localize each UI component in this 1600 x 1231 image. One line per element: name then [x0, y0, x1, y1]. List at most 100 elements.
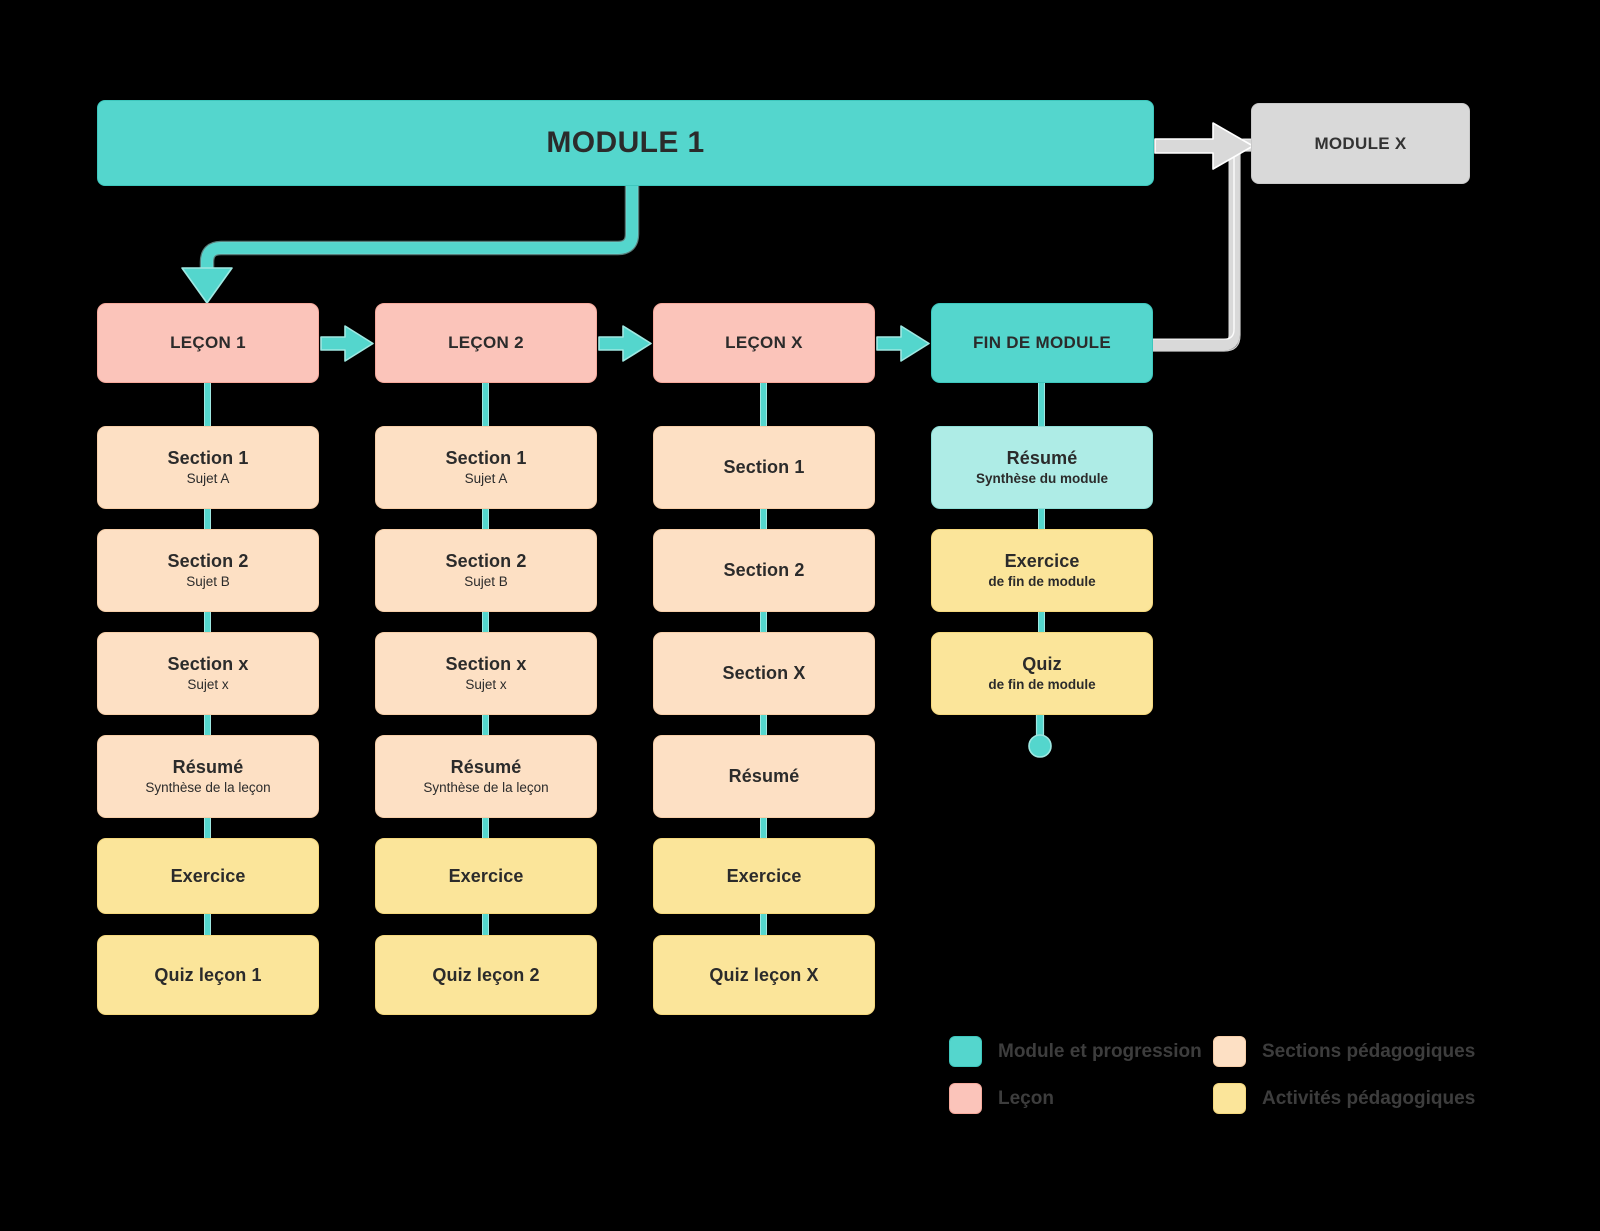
col1-item-0[interactable]: Section 1 Sujet A — [97, 426, 319, 509]
col1-item-1[interactable]: Section 2 Sujet B — [97, 529, 319, 612]
col2-item-5-title: Quiz leçon 2 — [432, 964, 540, 985]
legend-swatch-module — [949, 1036, 982, 1067]
link-col4-1-2 — [1038, 612, 1045, 632]
col2-item-2-subtitle: Sujet x — [465, 677, 507, 693]
link-col3-3-4 — [760, 818, 767, 838]
col2-item-4[interactable]: Exercice — [375, 838, 597, 914]
col3-item-0-title: Section 1 — [723, 457, 805, 478]
lesson-x-label: LEÇON X — [725, 333, 803, 353]
arrow-to-module-x — [1154, 122, 1254, 170]
lesson-box-1[interactable]: LEÇON 1 — [97, 303, 319, 383]
col1-item-3-title: Résumé — [172, 757, 244, 778]
link-col1-4-5 — [204, 914, 211, 935]
col3-item-2[interactable]: Section X — [653, 632, 875, 715]
link-col3-2-3 — [760, 715, 767, 735]
col4-item-2[interactable]: Quiz de fin de module — [931, 632, 1153, 715]
end-module-label: FIN DE MODULE — [972, 333, 1111, 353]
link-col2-1-2 — [482, 612, 489, 632]
col1-item-3-subtitle: Synthèse de la leçon — [145, 780, 271, 796]
col2-item-0-subtitle: Sujet A — [464, 471, 508, 487]
module-x-label: MODULE X — [1314, 133, 1407, 153]
col3-item-4-title: Exercice — [726, 865, 802, 886]
legend-item-activities: Activités pédagogiques — [1213, 1083, 1475, 1114]
col3-item-5[interactable]: Quiz leçon X — [653, 935, 875, 1015]
col1-item-4[interactable]: Exercice — [97, 838, 319, 914]
col2-item-1[interactable]: Section 2 Sujet B — [375, 529, 597, 612]
col1-item-1-title: Section 2 — [167, 551, 249, 572]
module-1-bar[interactable]: MODULE 1 — [97, 100, 1154, 186]
arrow-lesson-2-to-x — [598, 325, 652, 362]
legend-label-sections: Sections pédagogiques — [1262, 1040, 1476, 1062]
col3-item-3-title: Résumé — [728, 766, 800, 787]
link-col2-0-1 — [482, 509, 489, 529]
legend-label-lesson: Leçon — [998, 1087, 1054, 1109]
lesson-1-label: LEÇON 1 — [170, 333, 246, 353]
col2-item-3-subtitle: Synthèse de la leçon — [423, 780, 549, 796]
link-col3-1-2 — [760, 612, 767, 632]
col2-item-3-title: Résumé — [450, 757, 522, 778]
col4-item-0-subtitle: Synthèse du module — [975, 471, 1109, 487]
col3-item-1[interactable]: Section 2 — [653, 529, 875, 612]
link-lesson-x-to-section — [760, 383, 767, 426]
legend-swatch-sections — [1213, 1036, 1246, 1067]
legend-item-sections: Sections pédagogiques — [1213, 1036, 1475, 1067]
col1-item-4-title: Exercice — [170, 865, 246, 886]
col4-item-2-subtitle: de fin de module — [988, 677, 1096, 693]
legend-label-module: Module et progression — [998, 1040, 1202, 1062]
col4-item-2-title: Quiz — [1022, 654, 1062, 675]
col2-item-3[interactable]: Résumé Synthèse de la leçon — [375, 735, 597, 818]
legend-label-activities: Activités pédagogiques — [1262, 1087, 1476, 1109]
col1-item-5[interactable]: Quiz leçon 1 — [97, 935, 319, 1015]
col2-item-5[interactable]: Quiz leçon 2 — [375, 935, 597, 1015]
col1-item-3[interactable]: Résumé Synthèse de la leçon — [97, 735, 319, 818]
col3-item-2-title: Section X — [722, 663, 806, 684]
col1-item-0-title: Section 1 — [167, 448, 249, 469]
legend-swatch-lesson — [949, 1083, 982, 1114]
col2-item-1-title: Section 2 — [445, 551, 527, 572]
col2-item-1-subtitle: Sujet B — [464, 574, 508, 590]
module-1-label: MODULE 1 — [546, 126, 705, 160]
col4-item-0[interactable]: Résumé Synthèse du module — [931, 426, 1153, 509]
lesson-box-2[interactable]: LEÇON 2 — [375, 303, 597, 383]
col2-item-2[interactable]: Section x Sujet x — [375, 632, 597, 715]
col2-item-2-title: Section x — [445, 654, 527, 675]
col4-item-1-subtitle: de fin de module — [988, 574, 1096, 590]
link-col1-0-1 — [204, 509, 211, 529]
col2-item-0[interactable]: Section 1 Sujet A — [375, 426, 597, 509]
link-col1-2-3 — [204, 715, 211, 735]
col2-item-0-title: Section 1 — [445, 448, 527, 469]
col2-item-4-title: Exercice — [448, 865, 524, 886]
arrow-lesson-x-to-end-module — [876, 325, 930, 362]
legend-item-lesson: Leçon — [949, 1083, 1054, 1114]
link-col1-1-2 — [204, 612, 211, 632]
link-col1-3-4 — [204, 818, 211, 838]
col1-item-2[interactable]: Section x Sujet x — [97, 632, 319, 715]
col4-item-1-title: Exercice — [1004, 551, 1080, 572]
col3-item-5-title: Quiz leçon X — [709, 964, 819, 985]
link-col2-4-5 — [482, 914, 489, 935]
module-x-box[interactable]: MODULE X — [1251, 103, 1470, 184]
col3-item-4[interactable]: Exercice — [653, 838, 875, 914]
col1-item-2-title: Section x — [167, 654, 249, 675]
link-col4-0-1 — [1038, 509, 1045, 529]
flow-terminator-icon — [1028, 714, 1052, 758]
lesson-box-x[interactable]: LEÇON X — [653, 303, 875, 383]
link-col2-3-4 — [482, 818, 489, 838]
col4-item-1[interactable]: Exercice de fin de module — [931, 529, 1153, 612]
legend-swatch-activities — [1213, 1083, 1246, 1114]
link-col2-2-3 — [482, 715, 489, 735]
arrow-lesson-1-to-2 — [320, 325, 374, 362]
link-lesson-2-to-section — [482, 383, 489, 426]
link-col3-4-5 — [760, 914, 767, 935]
col1-item-5-title: Quiz leçon 1 — [154, 964, 262, 985]
col3-item-0[interactable]: Section 1 — [653, 426, 875, 509]
col4-item-0-title: Résumé — [1006, 448, 1078, 469]
link-end-module-to-resume — [1038, 383, 1045, 426]
end-module-box[interactable]: FIN DE MODULE — [931, 303, 1153, 383]
col3-item-1-title: Section 2 — [723, 560, 805, 581]
legend: Module et progression Leçon Sections péd… — [949, 1036, 1489, 1116]
col1-item-1-subtitle: Sujet B — [186, 574, 230, 590]
col3-item-3[interactable]: Résumé — [653, 735, 875, 818]
legend-item-module: Module et progression — [949, 1036, 1202, 1067]
